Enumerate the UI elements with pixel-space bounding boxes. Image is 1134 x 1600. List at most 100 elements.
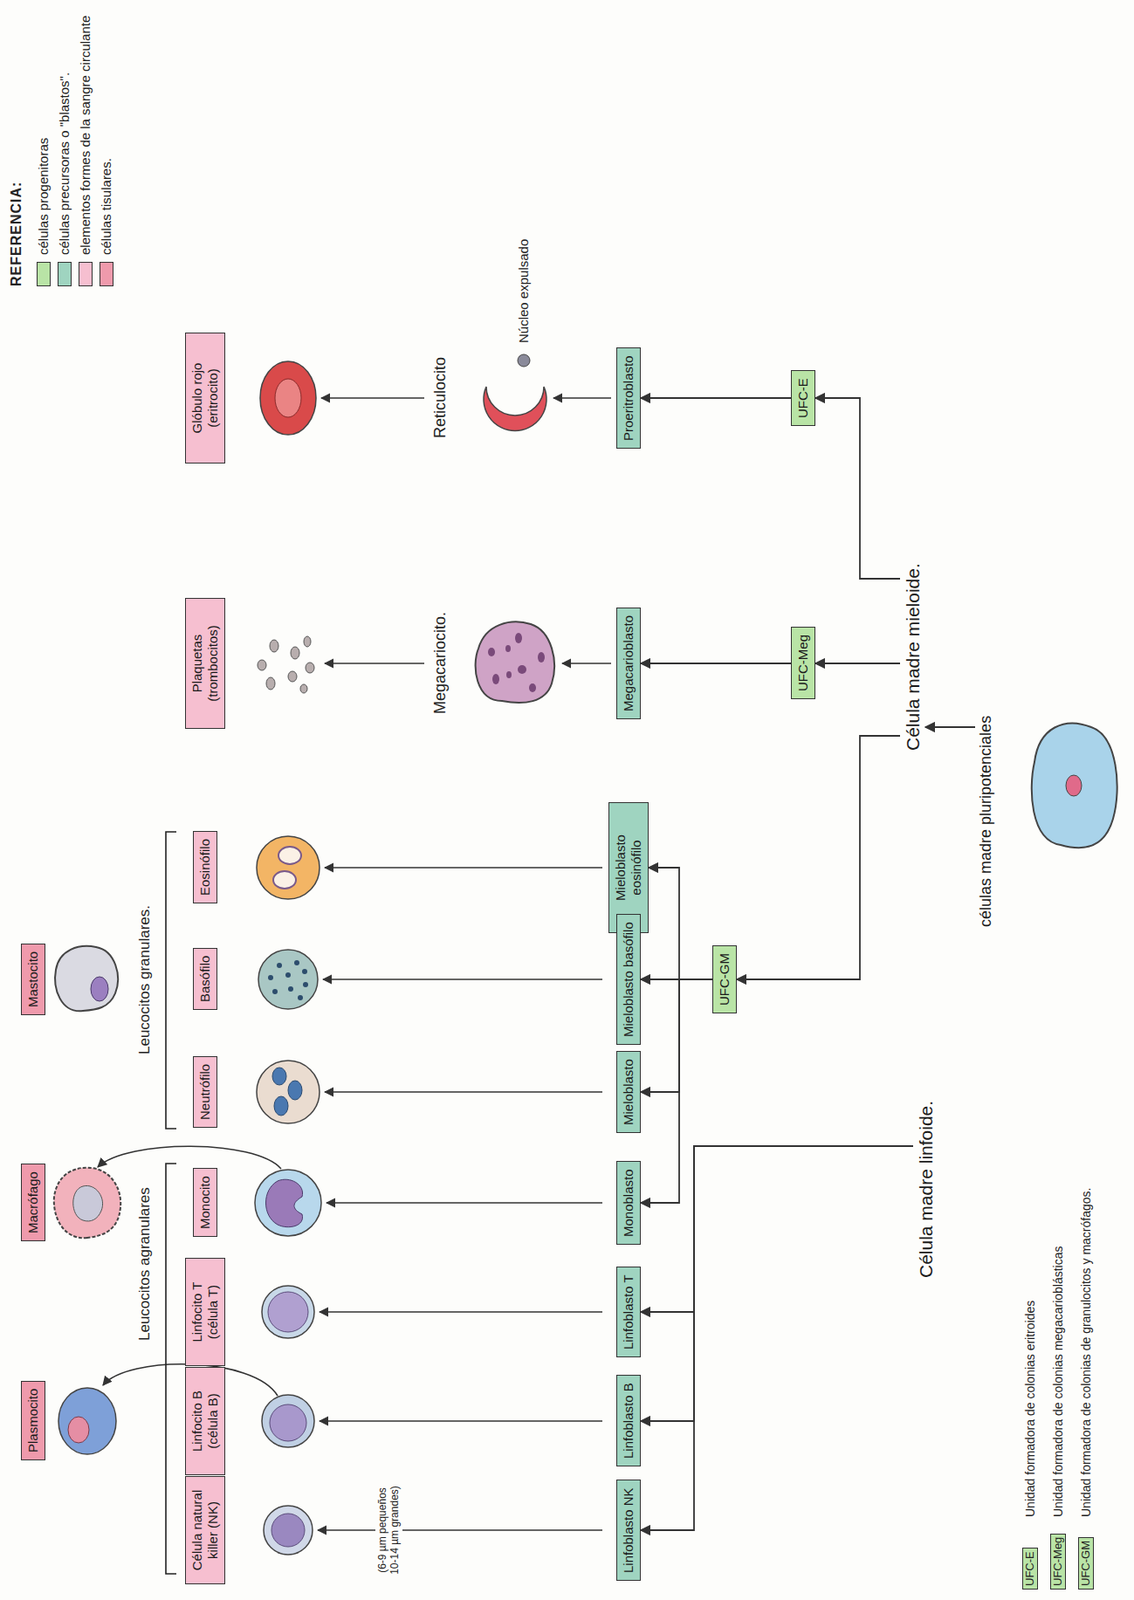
platelet [305, 662, 315, 674]
monocyte [254, 1169, 322, 1237]
platelet [303, 636, 311, 647]
legend-row: células progenitoras [34, 137, 52, 287]
legend-heading: REFERENCIA: [7, 181, 25, 287]
progenitor-box: UFC-E [790, 370, 816, 427]
node-text: Plaquetas (trombocitos) [189, 625, 220, 702]
maturation-arrow [326, 1202, 603, 1204]
node-text: Célula madre linfoide. [915, 1100, 936, 1279]
node-text: Eosinófilo [197, 838, 213, 896]
neutrophil-lobe [288, 1080, 303, 1100]
erythrocyte [260, 361, 317, 435]
eosinophil-lobe [278, 846, 302, 865]
abbreviation-code: UFC-Meg [1050, 1533, 1066, 1590]
b-lymphocyte [261, 1395, 315, 1448]
nk-body [263, 1505, 313, 1555]
eosinophil-body [256, 836, 320, 900]
granule [537, 652, 545, 663]
node-text: Proeritroblasto [620, 355, 636, 441]
t-lymphocyte [261, 1285, 315, 1339]
platelet [300, 684, 308, 694]
blood-cell-box: Basófilo [192, 948, 218, 1011]
precursor-box: Mieloblasto [616, 1051, 641, 1134]
erythrocyte-body [260, 361, 317, 435]
reticulocyte-body [483, 386, 547, 431]
basophil [258, 949, 318, 1010]
mast-cell [54, 946, 118, 1011]
connector-arrow [815, 662, 901, 665]
mast-cell-nucleus [90, 976, 109, 1002]
abbreviation-text: Unidad formadora de colonias de granuloc… [1079, 1188, 1094, 1518]
erythrocyte-center [274, 378, 302, 418]
node-text: Monoblasto [620, 1168, 636, 1238]
tissue-cell-box: Plasmocito [20, 1381, 46, 1461]
node-text: células madre pluripotenciales [976, 715, 995, 928]
stem-cell [1031, 723, 1118, 849]
granule [487, 647, 495, 657]
connector-arrow [640, 979, 713, 1203]
granule [294, 960, 300, 966]
node-text: Macrófago [25, 1171, 41, 1234]
node-text: Basófilo [197, 955, 213, 1003]
node-text: Mieloblasto basófilo [620, 921, 636, 1038]
stem-text: Célula madre mieloide. [900, 559, 926, 755]
connector-arrow [640, 662, 791, 665]
progenitor-box: UFC-Meg [790, 626, 816, 700]
granule [302, 982, 309, 988]
abbreviation-text: Unidad formadora de colonias eritroides [1023, 1300, 1038, 1518]
legend-row: células tisulares. [97, 158, 115, 287]
lymphocyte-nucleus [269, 1404, 307, 1442]
neutrophil [256, 1060, 320, 1124]
eosinophil-lobe [273, 871, 296, 889]
node-text: Célula natural killer (NK) [189, 1490, 220, 1572]
megakaryocyte-body [475, 621, 555, 703]
precursor-box: Linfoblasto NK [616, 1479, 641, 1581]
group-label: Leucocitos agranulares [136, 1187, 154, 1341]
neutrophil-lobe [274, 1096, 289, 1116]
macrophage-body [54, 1168, 121, 1239]
maturation-arrow [324, 662, 425, 665]
connector-arrow [640, 1146, 914, 1422]
maturation-arrow [324, 866, 603, 869]
nk-cell [263, 1505, 313, 1555]
stem-cell-body [1031, 723, 1118, 849]
connector-arrow [640, 979, 713, 1093]
connector-arrow [640, 1146, 914, 1313]
node-text: Mieloblasto [620, 1058, 636, 1126]
blood-cell-box: Linfocito B (célula B) [185, 1367, 226, 1476]
node-text: Megacarioblasto [620, 615, 636, 712]
nk-nucleus [271, 1513, 305, 1547]
platelets [257, 636, 315, 694]
connector-arrow [640, 1146, 914, 1531]
stem-text: células madre pluripotenciales [975, 712, 998, 931]
connector-arrow [925, 726, 976, 729]
stage-label: Megacariocito. [431, 611, 451, 715]
granule [288, 986, 294, 992]
node-text: Mieloblasto eosinófilo [612, 834, 644, 901]
maturation-arrow [321, 397, 425, 399]
bracket [165, 1163, 177, 1574]
precursor-box: Megacarioblasto [616, 607, 641, 720]
granule [529, 683, 537, 693]
progenitor-box: UFC-GM [712, 945, 737, 1014]
blood-cell-box: Linfocito T (célula T) [185, 1257, 226, 1367]
granule [506, 671, 512, 679]
tissue-cell-box: Macrófago [20, 1163, 46, 1242]
blood-cell-box: Eosinófilo [192, 831, 218, 904]
mast-cell-body [54, 946, 118, 1011]
blood-cell-box: Célula natural killer (NK) [185, 1476, 226, 1585]
precursor-box: Mieloblasto basófilo [616, 914, 641, 1045]
node-text: UFC-E [795, 378, 811, 419]
abbreviation-code: UFC-E [1022, 1547, 1038, 1590]
platelet [266, 677, 275, 690]
maturation-arrow [319, 1311, 603, 1313]
maturation-arrow [319, 1420, 603, 1423]
maturation-arrows [97, 398, 612, 1531]
legend-swatch [57, 261, 72, 287]
legend-row: células precursoras o "blastos". [55, 72, 73, 287]
blood-cell-box: Plaquetas (trombocitos) [185, 597, 226, 729]
legend-swatch [78, 261, 93, 287]
group-label: Leucocitos granulares. [136, 905, 154, 1055]
blood-cell-box: Monocito [192, 1168, 218, 1238]
node-text: Glóbulo rojo (eritrocito) [189, 363, 220, 434]
